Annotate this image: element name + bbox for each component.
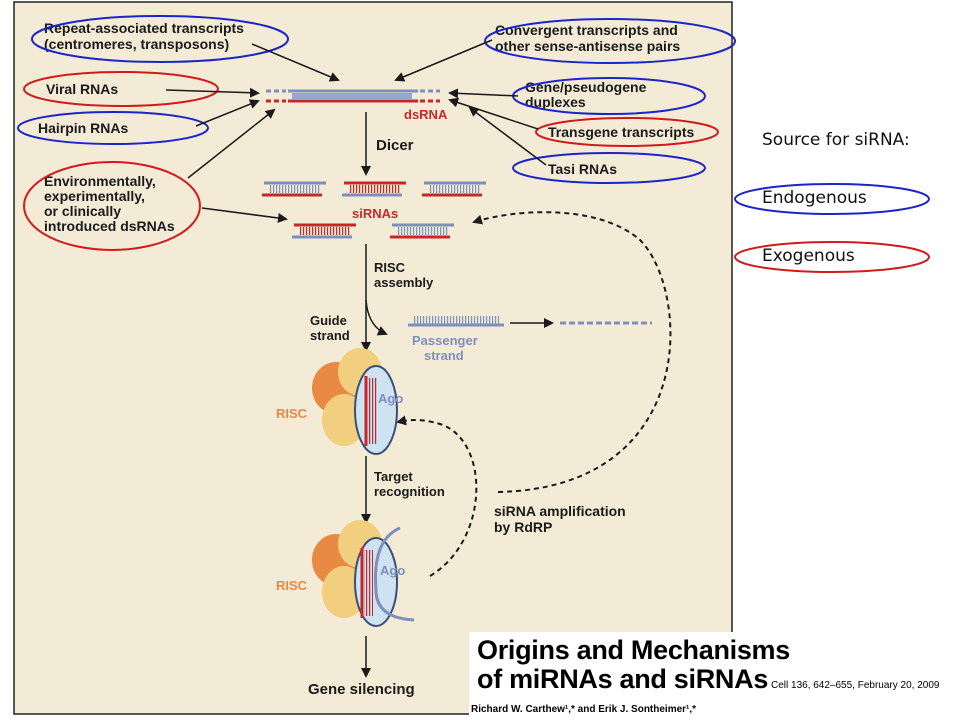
label-gene-silencing: Gene silencing — [308, 681, 415, 698]
label-risc-1: RISC — [276, 406, 308, 421]
dsrna-duplex — [266, 89, 440, 103]
label-repeat-transcripts: Repeat-associated transcripts(centromere… — [44, 20, 244, 52]
passenger-strand — [408, 316, 504, 327]
endogenous-highlight-convergent — [484, 18, 736, 64]
label-ago-2: Ago — [380, 563, 405, 578]
legend-exogenous-ellipse — [734, 241, 930, 273]
label-dsrna: dsRNA — [404, 107, 448, 122]
label-hairpin-rnas: Hairpin RNAs — [38, 120, 128, 136]
label-sirnas: siRNAs — [352, 206, 398, 221]
paper-citation: Cell 136, 642–655, February 20, 2009 — [771, 680, 940, 691]
amplification-loop — [472, 211, 672, 493]
paper-title-line-1: Origins and Mechanisms — [477, 635, 790, 665]
label-dicer: Dicer — [376, 137, 414, 154]
label-ago-1: Ago — [378, 391, 403, 406]
risc-complex-1 — [312, 348, 398, 455]
risc-complex-2 — [312, 520, 415, 627]
paper-authors: Richard W. Carthew¹,* and Erik J. Sonthe… — [471, 704, 697, 715]
paper-title-line-2: of miRNAs and siRNAs — [477, 664, 769, 694]
paper-title: Origins and Mechanisms of miRNAs and siR… — [477, 636, 790, 694]
label-risc-2: RISC — [276, 578, 308, 593]
endogenous-highlight-repeat — [31, 15, 289, 63]
legend-title: Source for siRNA: — [762, 130, 910, 150]
exogenous-highlight-viral — [23, 71, 219, 107]
legend-endogenous-label: Endogenous — [762, 188, 867, 208]
legend-exogenous-label: Exogenous — [762, 246, 855, 266]
label-viral-rnas: Viral RNAs — [46, 81, 118, 97]
exogenous-highlight-environmental — [23, 161, 201, 251]
label-transgene-transcripts: Transgene transcripts — [548, 124, 694, 140]
endogenous-highlight-hairpin — [17, 111, 209, 145]
exogenous-highlight-transgene — [535, 117, 719, 147]
legend-endogenous-ellipse — [734, 183, 930, 215]
source-arrows — [165, 39, 547, 223]
paper-title-block: Origins and Mechanisms of miRNAs and siR… — [469, 632, 960, 720]
label-tasi-rnas: Tasi RNAs — [548, 161, 617, 177]
label-environmental-dsrnas: Environmentally,experimentally,or clinic… — [44, 173, 175, 234]
sirna-duplexes — [262, 181, 486, 239]
endogenous-highlight-tasi — [512, 152, 706, 184]
amplification-back-arrow — [396, 415, 478, 577]
